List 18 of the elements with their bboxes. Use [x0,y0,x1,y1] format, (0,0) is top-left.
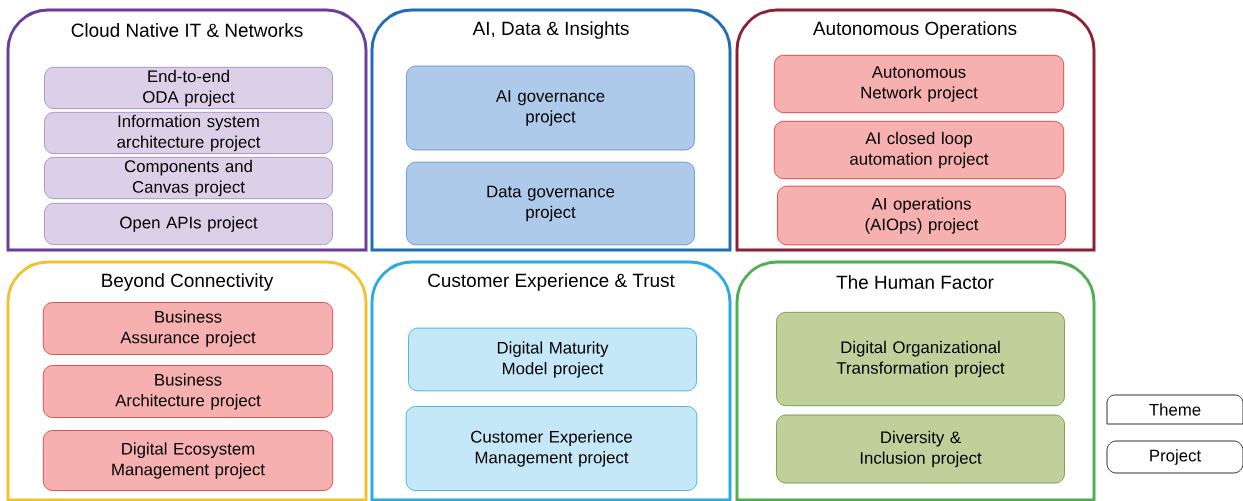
project-box: Customer Experience Management project [405,406,698,491]
legend-item: Theme [1106,394,1243,425]
project-box: Components and Canvas project [44,156,333,200]
project-box: Business Architecture project [42,365,334,418]
project-box: Data governance project [406,161,695,246]
project-box: AI closed loop automation project [773,120,1065,180]
project-box: Information system architecture project [44,111,333,155]
project-box: Digital Maturity Model project [408,327,697,392]
project-box: Digital Organizational Transformation project [776,311,1065,407]
project-box: AI operations (AIOps) project [777,185,1066,246]
project-box: End-to-end ODA project [44,66,333,110]
project-box: Business Assurance project [42,302,334,355]
legend-item: Project [1106,440,1243,474]
project-box: Autonomous Network project [773,54,1065,114]
project-box: Digital Ecosystem Management project [42,430,334,491]
project-box: Diversity & Inclusion project [776,414,1065,484]
project-box: Open APIs project [44,202,333,246]
project-box: AI governance project [406,65,695,151]
